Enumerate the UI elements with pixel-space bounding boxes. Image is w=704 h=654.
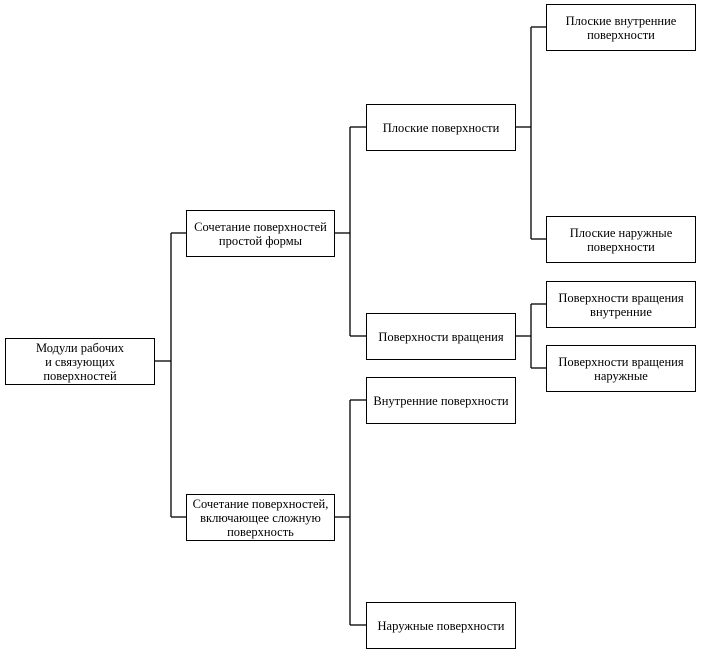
node-outer-surfaces-label: Наружные поверхности: [377, 618, 505, 633]
node-root: Модули рабочих и связующих поверхностей: [5, 338, 155, 385]
node-outer-surfaces: Наружные поверхности: [366, 602, 516, 649]
node-simple-form-label: Сочетание поверхностей простой формы: [194, 219, 327, 248]
node-rotation-inner-label: Поверхности вращения внутренние: [558, 290, 684, 319]
node-rotation-inner: Поверхности вращения внутренние: [546, 281, 696, 328]
node-root-label: Модули рабочих и связующих поверхностей: [35, 340, 125, 383]
node-flat-surfaces: Плоские поверхности: [366, 104, 516, 151]
node-flat-inner-label: Плоские внутренние поверхности: [565, 13, 677, 42]
node-flat-outer: Плоские наружные поверхности: [546, 216, 696, 263]
node-rotation-outer-label: Поверхности вращения наружные: [558, 354, 684, 383]
node-complex-surface-label: Сочетание поверхностей, включающее сложн…: [192, 496, 329, 539]
node-inner-surfaces-label: Внутренние поверхности: [373, 393, 509, 408]
node-complex-surface: Сочетание поверхностей, включающее сложн…: [186, 494, 335, 541]
node-rotation-surfaces-label: Поверхности вращения: [378, 329, 504, 344]
node-flat-surfaces-label: Плоские поверхности: [382, 120, 500, 135]
node-rotation-surfaces: Поверхности вращения: [366, 313, 516, 360]
node-flat-inner: Плоские внутренние поверхности: [546, 4, 696, 51]
node-inner-surfaces: Внутренние поверхности: [366, 377, 516, 424]
node-flat-outer-label: Плоские наружные поверхности: [569, 225, 673, 254]
node-simple-form: Сочетание поверхностей простой формы: [186, 210, 335, 257]
node-rotation-outer: Поверхности вращения наружные: [546, 345, 696, 392]
